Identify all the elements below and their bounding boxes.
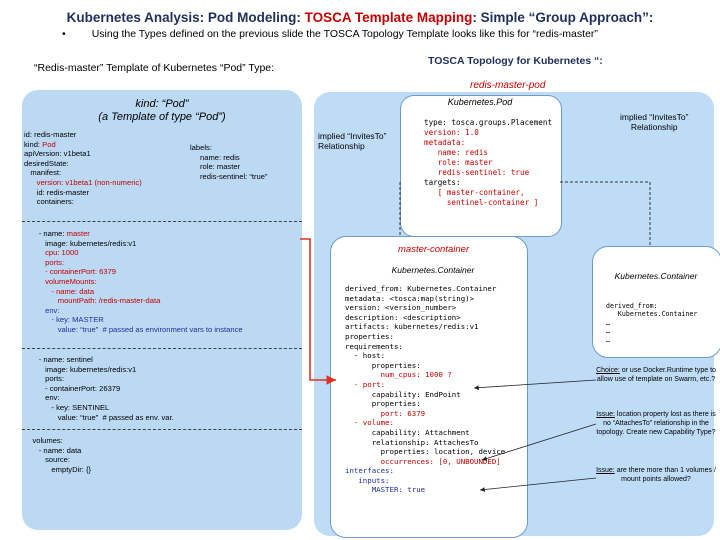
container-master-env: env: [24, 305, 60, 315]
container-master-volumemounts: volumeMounts: [24, 276, 97, 286]
left-header: “Redis-master” Template of Kubernetes “P… [34, 62, 275, 74]
pod-template-panel [22, 90, 302, 530]
pod-desiredstate: desiredState: [24, 158, 69, 168]
container-sentinel-env: env: [24, 393, 60, 403]
pod-kind: kind: Pod [24, 139, 56, 149]
volume-source: source: [24, 455, 71, 465]
pod-manifest: manifest: [24, 168, 62, 178]
volume-name: - name: data [24, 445, 82, 455]
mc-type: Kubernetes.Container [391, 265, 475, 275]
pod-kind-line: kind: “Pod” [135, 98, 189, 110]
container-sentinel-key: - key: SENTINEL [24, 402, 110, 412]
label-sentinel: redis-sentinel: “true” [200, 171, 268, 181]
volumes-header: volumes: [24, 436, 63, 445]
subtitle-text: Using the Types defined on the previous … [91, 28, 598, 40]
container-sentinel-image: image: kubernetes/redis:v1 [24, 364, 137, 374]
note-pointer-arrow-icon [481, 423, 597, 461]
implied-invites-left: implied “InvitesTo”Relationship [318, 131, 387, 151]
container-master-vm-name: - name: data [24, 286, 95, 296]
divider [22, 348, 302, 349]
pod-version: version: v1beta1 (non-numeric) [24, 177, 142, 187]
pod-containers: containers: [24, 197, 74, 207]
note-issue-volumes: Issue: are there more than 1 volumes / m… [596, 467, 716, 483]
slide-title: Kubernetes Analysis: Pod Modeling: TOSCA… [0, 10, 720, 25]
labels-header: labels: [190, 143, 212, 152]
title-prefix: Kubernetes Analysis: Pod Modeling: [66, 10, 305, 25]
pod-apiversion: apiVersion: v1beta1 [24, 149, 91, 159]
container-master-ports: ports: [24, 257, 65, 267]
bullet-icon: • [62, 28, 66, 40]
container-master-port: - containerPort: 6379 [24, 267, 117, 277]
pod-template-line: (a Template of type “Pod”) [98, 111, 226, 123]
pod-volumes: volumes: - name: data source: emptyDir: … [24, 436, 91, 474]
rmp-type: Kubernetes.Pod [447, 97, 513, 107]
container-master-value: value: “true” # passed as environment va… [24, 324, 243, 334]
container-master-cpu: cpu: 1000 [24, 248, 79, 258]
label-role: role: master [200, 162, 241, 172]
rmp-title: redis-master-pod [470, 80, 546, 91]
rmp-node-box [400, 95, 562, 237]
label-name: name: redis [200, 152, 240, 162]
container-master-mountpath: mountPath: /redis-master-data [24, 296, 161, 306]
note-pointer-arrow-icon [479, 477, 597, 492]
container-sentinel-value: value: “true” # passed as env. var. [24, 412, 174, 422]
pod-id: id: redis-master [24, 130, 77, 139]
title-highlight: TOSCA Template Mapping [304, 10, 473, 25]
mc-title: master-container [398, 244, 470, 255]
container-sentinel-name: - name: sentinel [24, 355, 93, 364]
sc-type: Kubernetes.Container [614, 271, 698, 281]
implied-invites-right: implied “InvitesTo”Relationship [620, 112, 689, 132]
divider [22, 221, 302, 222]
container-sentinel-port: - containerPort: 26379 [24, 383, 121, 393]
container-master-image: image: kubernetes/redis:v1 [24, 238, 137, 248]
container-sentinel: - name: sentinel image: kubernetes/redis… [24, 355, 174, 422]
pod-kind-heading: kind: “Pod” (a Template of type “Pod”) [22, 98, 302, 124]
container-sentinel-ports: ports: [24, 374, 65, 384]
divider [22, 429, 302, 430]
note-pointer-arrow-icon [473, 379, 597, 391]
note-choice: Choice: or use Docker.Runtime type to al… [596, 367, 716, 383]
mapping-arrow-icon [300, 238, 336, 385]
note-issue-location: Issue: location property lost as there i… [596, 411, 716, 436]
title-suffix: : Simple “Group Approach”: [472, 10, 654, 25]
volume-emptydir: emptyDir: {} [24, 464, 92, 474]
right-header: TOSCA Topology for Kubernetes “: [428, 55, 603, 67]
sc-code: derived_from: Kubernetes.Container……… [606, 302, 698, 344]
subtitle: • Using the Types defined on the previous… [62, 28, 598, 40]
container-master-key: - key: MASTER [24, 315, 104, 325]
pod-id2: id: redis-master [24, 187, 89, 197]
container-master: - name: master image: kubernetes/redis:v… [24, 229, 243, 335]
sentinel-container-box [592, 246, 720, 358]
container-master-name: - name: master [24, 229, 90, 238]
